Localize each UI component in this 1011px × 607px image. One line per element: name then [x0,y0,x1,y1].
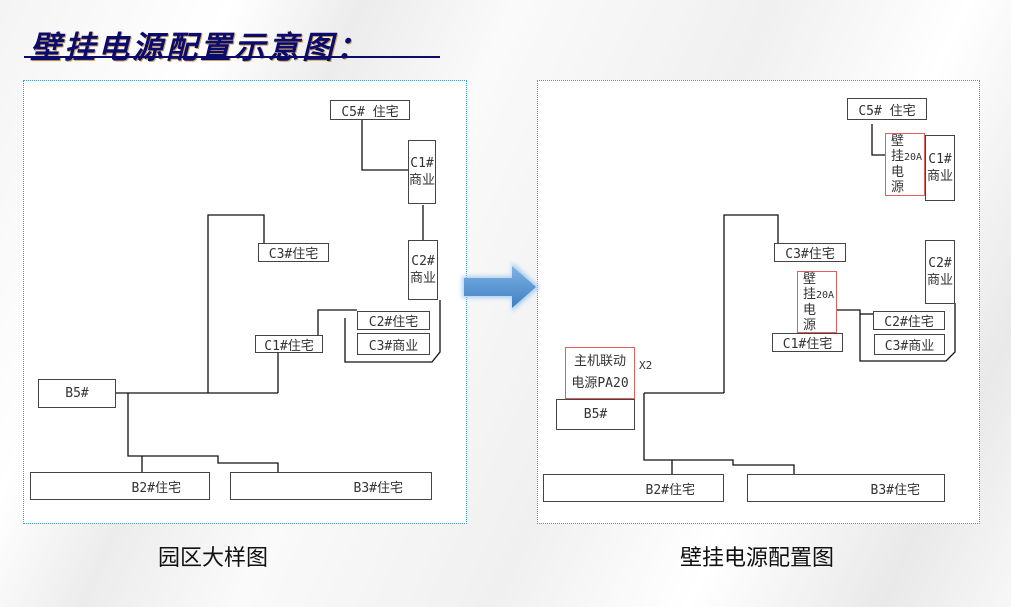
line-c1-c2res [317,309,357,335]
building-c5: C5# 住宅 [330,100,410,120]
building-c2-commercial: C2# 商业 [408,240,438,300]
wall-power-box-central: 壁 挂20A 电 源 [797,271,837,333]
line-c5-wall [871,124,885,156]
label: C2# [928,256,952,271]
building-c3-commercial: C3#商业 [357,333,430,355]
building-c1-residential: C1#住宅 [255,335,323,354]
right-caption: 壁挂电源配置图 [680,546,835,571]
label: 主机联动 [573,354,626,369]
label: 挂20A [803,286,835,302]
building-c1-commercial: C1# 商业 [925,135,955,201]
label: 源 [803,317,817,333]
label: 电源PA20 [571,376,629,391]
building-c5: C5# 住宅 [847,98,927,120]
building-c3-residential: C3#住宅 [774,243,846,262]
left-panel [23,80,467,524]
building-c1-residential: C1#住宅 [772,333,843,352]
label: 商业 [926,273,953,288]
wall-power-box-north: 壁 挂20A 电 源 [885,133,925,196]
line-main-c3-r [723,214,779,393]
host-power-qty: X2 [639,359,653,372]
building-b5: B5# [38,379,116,408]
building-b3: B3#住宅 [230,472,432,500]
label: 源 [891,180,905,195]
line-loop [344,300,441,363]
building-b2: B2#住宅 [30,472,210,500]
building-c2-commercial: C2# 商业 [925,240,955,304]
building-b3: B3#住宅 [747,474,945,502]
label: 电 [891,165,905,180]
page-title: 壁挂电源配置示意图： [30,30,370,66]
building-c3-residential: C3#住宅 [258,243,329,262]
label: 壁 [891,134,905,149]
line-c5-c1 [361,120,408,171]
title-underline [24,56,440,58]
arrow-right-icon [464,266,536,308]
building-c2-residential: C2#住宅 [873,311,945,330]
label: 壁 [803,271,817,287]
label: 电 [803,302,817,318]
label: 挂20A [891,149,923,164]
line-south [127,393,279,485]
line-south-r [643,393,795,485]
building-c1-commercial: C1# 商业 [408,140,436,204]
building-c3-commercial: C3#商业 [874,334,945,355]
building-b5: B5# [556,399,635,430]
label: C2# [411,254,435,269]
line-main-c3 [207,214,265,393]
building-b2: B2#住宅 [543,474,724,502]
building-c2-residential: C2#住宅 [357,311,430,330]
label: 商业 [926,169,953,184]
label: 商业 [409,173,436,188]
label: 商业 [409,271,436,286]
label: C1# [928,152,952,167]
label: C1# [410,156,434,171]
host-power-box: 主机联动 电源PA20 [565,347,635,399]
line-wall-loop [834,303,956,362]
left-caption: 园区大样图 [158,546,269,571]
